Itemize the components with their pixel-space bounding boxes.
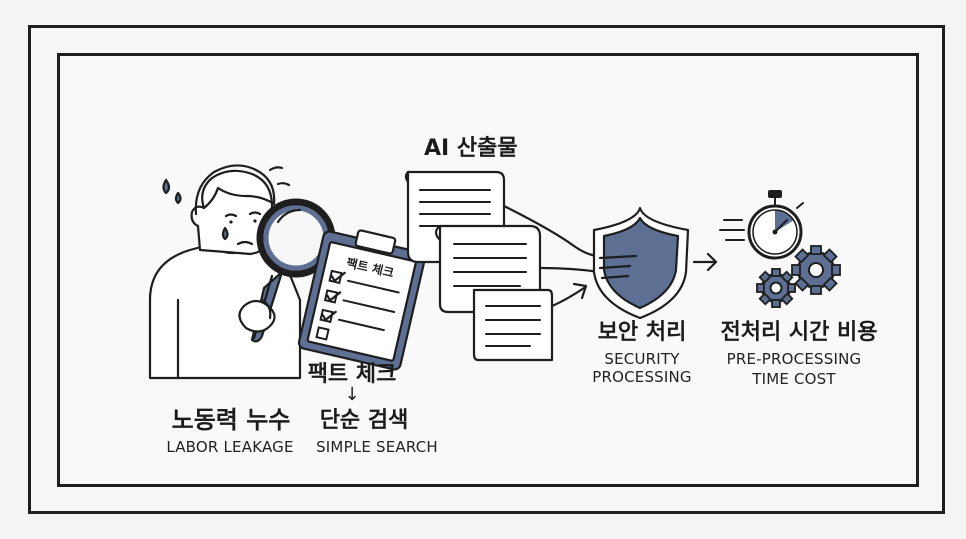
- down-arrow: ↓: [344, 384, 360, 405]
- gears-icon: [756, 245, 841, 308]
- arrow-right-icon: [692, 252, 718, 272]
- shield-icon: [592, 206, 690, 320]
- security-caption-line1: SECURITY: [604, 350, 680, 368]
- preprocessing-caption-line2: TIME COST: [752, 370, 836, 388]
- document-stack-icon: [404, 170, 602, 362]
- labor-leakage-label: 노동력 누수: [171, 406, 291, 434]
- simple-search-label: 단순 검색: [319, 408, 409, 433]
- security-label: 보안 처리: [597, 320, 687, 345]
- labor-leakage-caption: LABOR LEAKAGE: [166, 438, 294, 456]
- fact-check-label: 팩트 체크: [307, 362, 397, 387]
- clipboard-checklist-icon: [297, 229, 427, 371]
- ai-output-title: AI 산출물: [424, 136, 518, 161]
- simple-search-caption: SIMPLE SEARCH: [316, 438, 438, 456]
- preprocessing-caption-line1: PRE-PROCESSING: [726, 350, 862, 368]
- preprocessing-label: 전처리 시간 비용: [720, 320, 878, 345]
- security-caption-line2: PROCESSING: [592, 368, 692, 386]
- stopwatch-icon: [719, 190, 804, 260]
